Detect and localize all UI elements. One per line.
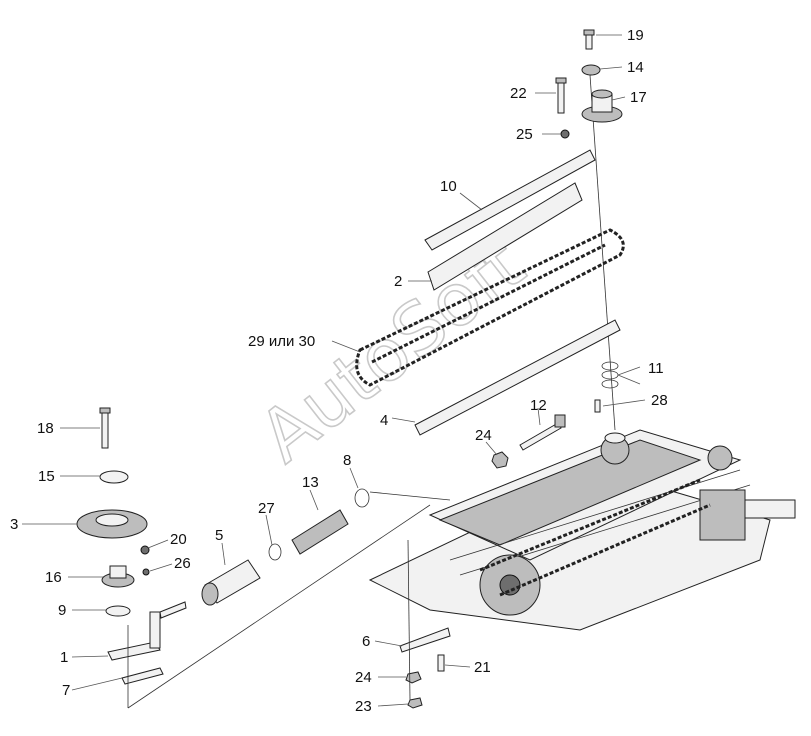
callout-11: 11 [648,360,664,377]
part-11-washers [601,361,619,389]
callout-16: 16 [45,569,62,586]
callout-28: 28 [651,392,668,409]
part-24-nut-lower [405,671,422,684]
part-25-nut [560,129,570,139]
leader-lines [22,34,646,707]
part-15-washer [99,470,129,484]
watermark-text: AutoSoft [244,222,539,479]
part-27-ring [268,543,282,561]
callout-9: 9 [58,602,66,619]
part-14-washer [581,64,601,76]
part-24-nut-upper [491,451,509,469]
part-28-pin [594,399,601,413]
callout-2: 2 [394,273,402,290]
part-20-nut [140,545,150,555]
part-2-bar [427,182,583,291]
callout-7: 7 [62,682,70,699]
part-12-bolt [519,414,566,451]
callout-27: 27 [258,500,275,517]
callout-14: 14 [627,59,644,76]
part-3-sprocket [76,509,148,539]
callout-8: 8 [343,452,351,469]
callout-24-upper: 24 [475,427,492,444]
callout-6: 6 [362,633,370,650]
part-5-sleeve [201,559,261,606]
callout-22: 22 [510,85,527,102]
callout-25: 25 [516,126,533,143]
callout-labels: 19 14 22 17 25 10 2 29 или 30 11 28 12 4… [10,27,668,715]
callout-12: 12 [530,397,547,414]
callout-1: 1 [60,649,68,666]
callout-5: 5 [215,527,223,544]
callout-4: 4 [380,412,388,429]
part-17-sprocket [581,89,623,123]
part-1-bracket [107,601,187,661]
callout-24-lower: 24 [355,669,372,686]
frame-chain-run [479,478,711,597]
callout-15: 15 [38,468,55,485]
callout-21: 21 [474,659,491,676]
callout-17: 17 [630,89,647,106]
callout-20: 20 [170,531,187,548]
part-8-washer [354,488,370,508]
part-19-bolt [583,29,595,50]
part-23-nut [407,697,423,709]
callout-19: 19 [627,27,644,44]
part-16-hub [101,565,135,588]
part-13-spring [291,509,349,555]
part-18-bolt [99,407,111,449]
part-21-bolt [437,654,445,672]
part-26-washer [142,568,150,576]
part-4-guide-plate [414,319,621,436]
callout-29-or-30: 29 или 30 [248,333,315,350]
callout-3: 3 [10,516,18,533]
callout-26: 26 [174,555,191,572]
conveyor-frame-assembly [368,429,796,631]
callout-10: 10 [440,178,457,195]
part-9-washer [105,605,131,617]
part-29-30-chain [355,228,625,387]
part-10-strip [424,149,596,251]
assembly-guide-lines [127,491,451,709]
callout-23: 23 [355,698,372,715]
callout-13: 13 [302,474,319,491]
callout-18: 18 [37,420,54,437]
part-7-plate [121,667,164,685]
part-22-bolt [555,77,567,114]
part-6-plate [399,627,451,653]
